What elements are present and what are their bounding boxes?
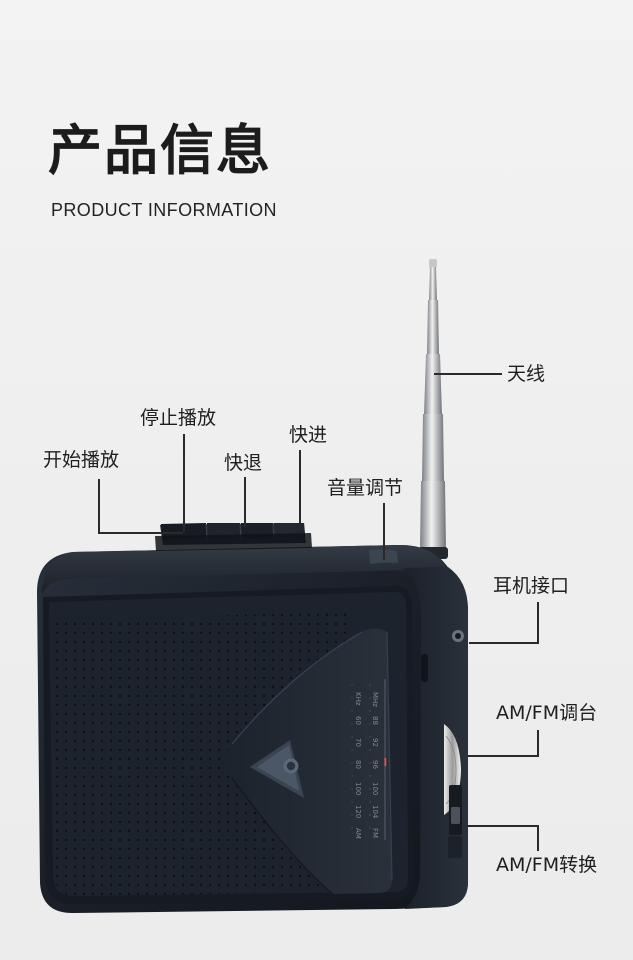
callout-start-play: 开始播放 — [43, 449, 120, 471]
svg-text:88: 88 — [371, 716, 379, 725]
callout-fast-forward: 快进 — [289, 424, 328, 446]
callout-stop-play: 停止播放 — [140, 407, 217, 429]
svg-text:80: 80 — [354, 760, 362, 769]
side-controls — [421, 630, 464, 858]
svg-text:60: 60 — [354, 716, 362, 725]
callout-antenna: 天线 — [507, 363, 546, 385]
top-buttons — [155, 523, 312, 551]
svg-text:MHz: MHz — [371, 692, 379, 707]
callout-headphone-jack: 耳机接口 — [493, 575, 570, 597]
callout-am-fm-tuning: AM/FM调台 — [496, 702, 598, 724]
callout-am-fm-switch: AM/FM转换 — [496, 854, 598, 876]
svg-text:FM: FM — [371, 828, 379, 838]
svg-text:100: 100 — [371, 782, 379, 795]
leader-lines — [98, 373, 539, 851]
svg-text:KHz: KHz — [354, 692, 362, 706]
device-body: KHz 60 70 80 100 120 AM MHz 88 92 96 100… — [37, 544, 468, 914]
svg-text:92: 92 — [371, 738, 379, 747]
svg-text:100: 100 — [354, 782, 362, 795]
svg-text:AM: AM — [354, 828, 362, 839]
antenna — [418, 259, 448, 559]
page-title: 产品信息 — [48, 119, 272, 182]
svg-text:120: 120 — [354, 805, 362, 818]
svg-text:104: 104 — [371, 805, 379, 819]
tuning-scale: KHz 60 70 80 100 120 AM MHz 88 92 96 100… — [351, 679, 387, 840]
svg-text:96: 96 — [371, 760, 379, 769]
callout-rewind: 快退 — [224, 452, 263, 474]
svg-text:70: 70 — [354, 738, 362, 747]
callout-volume: 音量调节 — [327, 477, 404, 499]
page-subtitle: PRODUCT INFORMATION — [51, 200, 277, 220]
